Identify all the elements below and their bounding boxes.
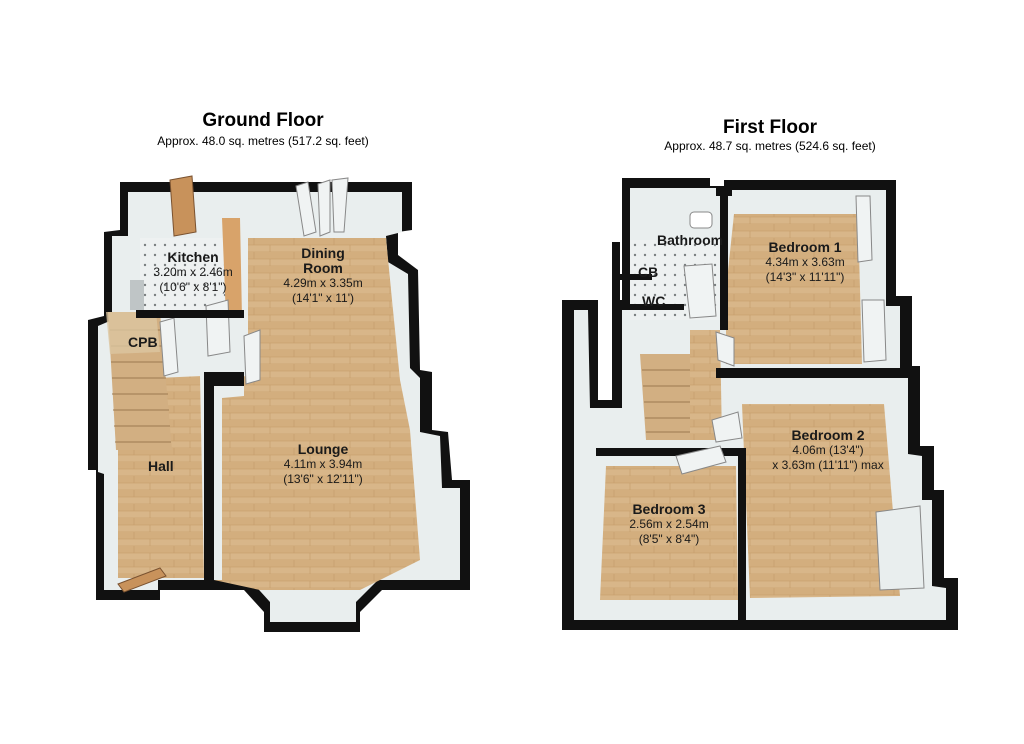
dining-room-label: Dining Room 4.29m x 3.35m (14'1" x 11')	[268, 246, 378, 306]
dining-name: Dining	[301, 245, 345, 261]
wc-label: WC	[642, 293, 666, 309]
dining-dim-ft: (14'1" x 11')	[292, 291, 354, 305]
kitchen-dim-ft: (10'6" x 8'1")	[159, 280, 227, 294]
bedroom1-dim-m: 4.34m x 3.63m	[765, 255, 845, 269]
bedroom3-name: Bedroom 3	[632, 501, 706, 517]
bedroom1-floor	[726, 214, 862, 364]
kitchen-dim-m: 3.20m x 2.46m	[153, 265, 233, 279]
ground-floor-area: Approx. 48.0 sq. metres (517.2 sq. feet)	[157, 134, 369, 148]
bedroom3-dim-ft: (8'5" x 8'4")	[638, 532, 700, 546]
bedroom2-dim-m: 4.06m (13'4")	[792, 443, 864, 457]
kitchen-floor	[140, 238, 238, 316]
kitchen-name: Kitchen	[167, 249, 219, 265]
bedroom3-floor	[600, 466, 738, 600]
bedroom3-label: Bedroom 3 2.56m x 2.54m (8'5" x 8'4")	[614, 502, 724, 547]
first-floor-title: First Floor	[723, 117, 817, 138]
first-stairs	[640, 354, 690, 440]
bedroom1-label: Bedroom 1 4.34m x 3.63m (14'3" x 11'11")	[750, 240, 860, 285]
ground-floor-plan	[88, 175, 470, 632]
cb-label: CB	[638, 264, 659, 280]
bedroom3-dim-m: 2.56m x 2.54m	[629, 517, 709, 531]
lounge-name: Lounge	[297, 441, 349, 457]
bedroom2-floor	[742, 404, 900, 598]
bedroom1-name: Bedroom 1	[768, 239, 842, 255]
dining-name-2: Room	[303, 260, 343, 276]
hall-label: Hall	[148, 458, 174, 474]
lounge-dim-m: 4.11m x 3.94m	[283, 457, 363, 471]
dining-dim-m: 4.29m x 3.35m	[283, 276, 363, 290]
first-floor-plan	[562, 178, 958, 630]
bedroom2-label: Bedroom 2 4.06m (13'4") x 3.63m (11'11")…	[758, 428, 898, 473]
lounge-dim-ft: (13'6" x 12'11")	[283, 472, 363, 486]
bathroom-label: Bathroom	[657, 232, 724, 248]
bedroom1-dim-ft: (14'3" x 11'11")	[765, 270, 845, 284]
dining-lounge-floor	[214, 238, 420, 590]
lounge-label: Lounge 4.11m x 3.94m (13'6" x 12'11")	[268, 442, 378, 487]
french-doors	[295, 177, 349, 237]
ground-floor-title: Ground Floor	[202, 110, 324, 131]
bedroom2-dim-ft: x 3.63m (11'11") max	[772, 458, 884, 472]
bedroom2-name: Bedroom 2	[791, 427, 865, 443]
cpb-label: CPB	[128, 334, 158, 350]
kitchen-label: Kitchen 3.20m x 2.46m (10'6" x 8'1")	[140, 250, 246, 295]
first-floor-area: Approx. 48.7 sq. metres (524.6 sq. feet)	[664, 139, 876, 153]
